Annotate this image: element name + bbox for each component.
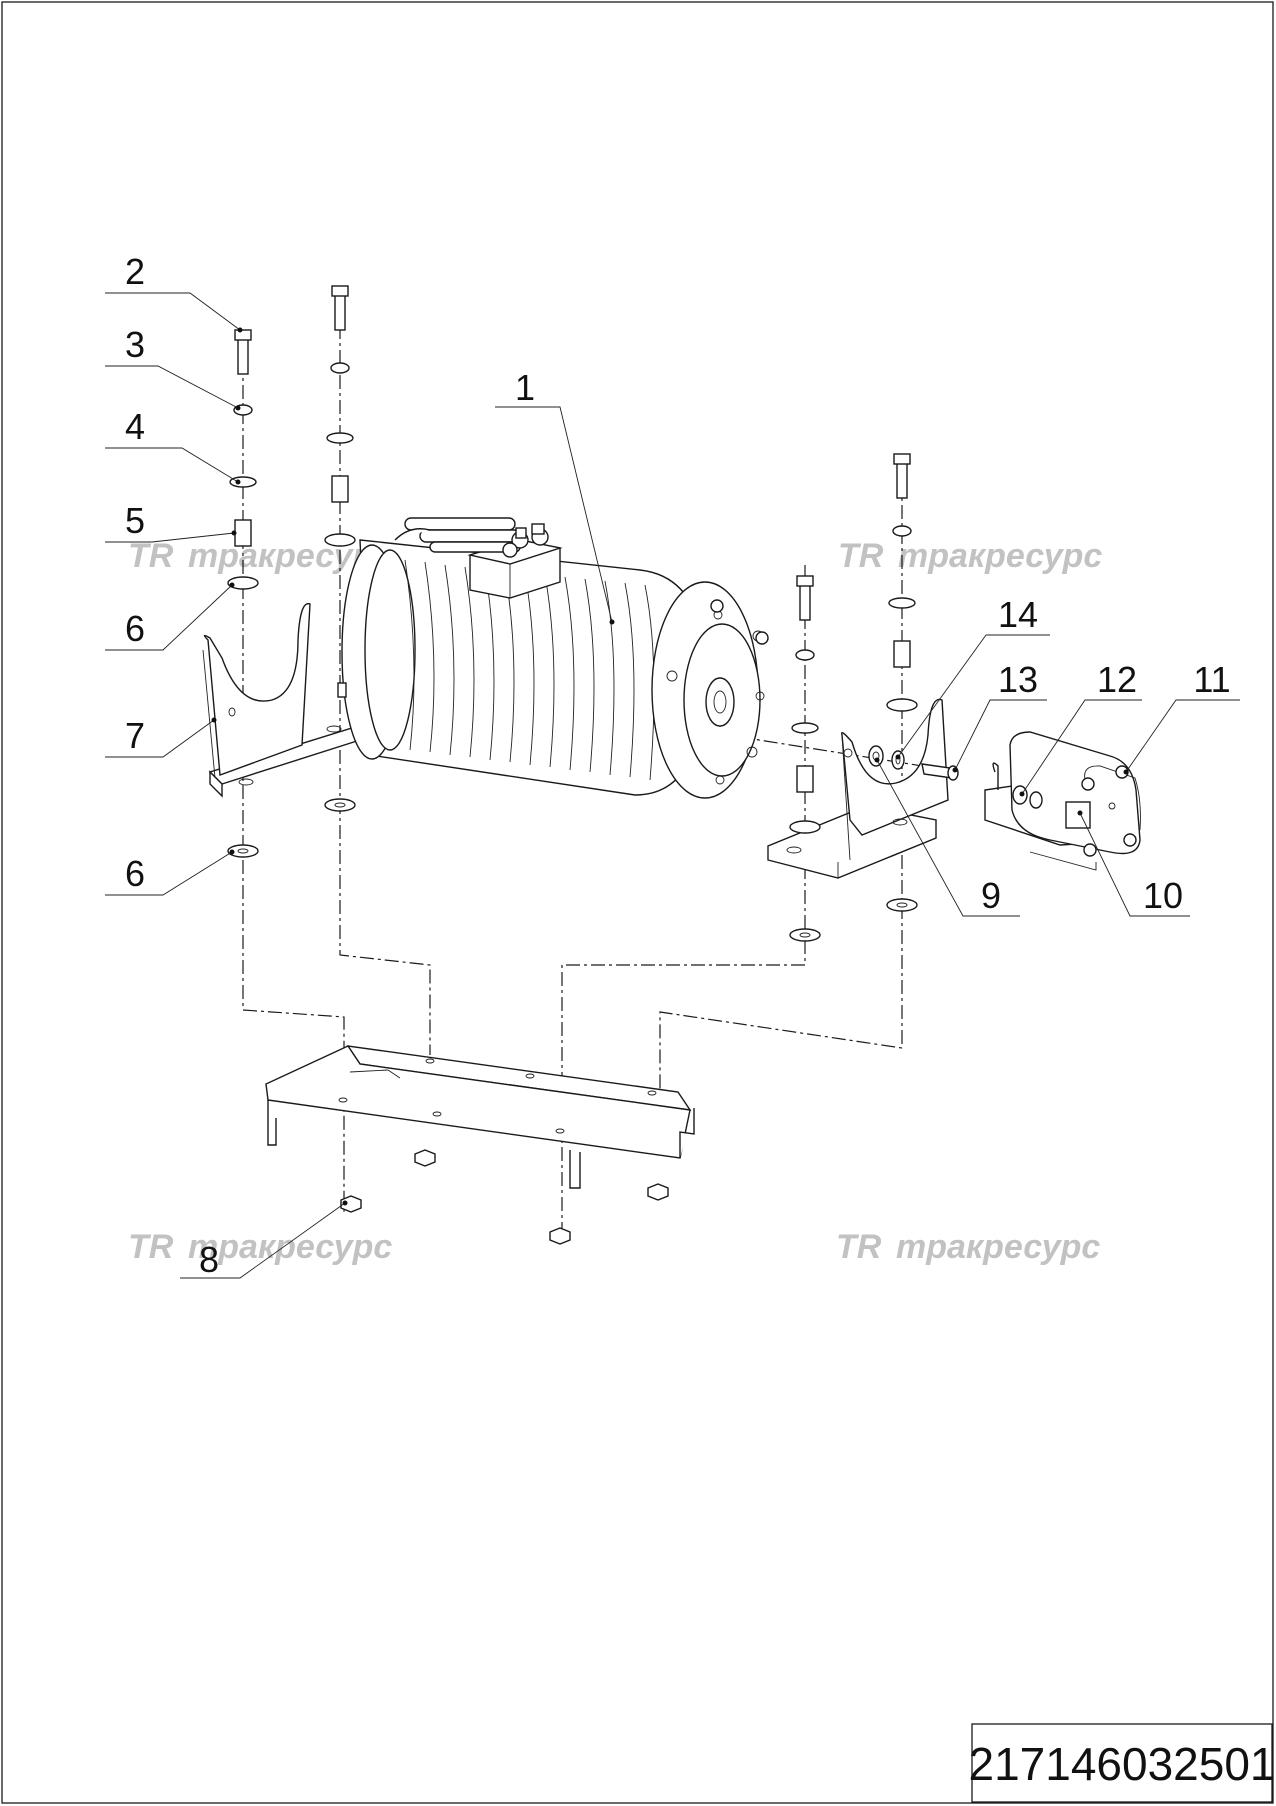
base-plate xyxy=(265,1045,695,1189)
callout-12: 12 xyxy=(1097,659,1137,700)
drawing-number-box: 217146032501 xyxy=(969,1723,1276,1803)
watermark-text: тракресурс xyxy=(188,1228,392,1266)
callout-labels: 1 2 3 4 5 6 6 7 8 9 10 11 12 13 14 xyxy=(125,251,1231,1280)
watermark-text: тракресурс xyxy=(896,1228,1100,1266)
pump-coupling-parts xyxy=(868,745,959,781)
nut xyxy=(340,1149,669,1245)
watermark-logo: TR xyxy=(128,537,174,575)
terminal-block xyxy=(394,517,563,599)
callout-13: 13 xyxy=(998,659,1038,700)
fastener-stack-center-left xyxy=(324,285,356,812)
callout-1: 1 xyxy=(515,367,535,408)
watermark-logo: TR xyxy=(838,537,884,575)
fastener-stack-right xyxy=(886,453,918,912)
right-motor-bracket xyxy=(767,698,949,879)
electric-motor xyxy=(337,539,769,799)
drawing-number: 217146032501 xyxy=(969,1738,1276,1790)
callout-8: 8 xyxy=(199,1239,219,1280)
callout-4: 4 xyxy=(125,406,145,447)
callout-11: 11 xyxy=(1193,659,1230,700)
watermark-logo: TR xyxy=(128,1228,174,1266)
callout-10: 10 xyxy=(1143,875,1183,916)
left-motor-bracket xyxy=(202,602,362,798)
watermark-bottom-right: TR тракресурс xyxy=(836,1228,1100,1266)
callout-3: 3 xyxy=(125,324,145,365)
fastener-stack-center-right xyxy=(789,575,821,942)
callout-2: 2 xyxy=(125,251,145,292)
callout-6-lower: 6 xyxy=(125,853,145,894)
callout-14: 14 xyxy=(998,594,1038,635)
watermark-logo: TR xyxy=(836,1228,882,1266)
callout-7: 7 xyxy=(125,715,145,756)
watermark-text: тракресурс xyxy=(898,537,1102,575)
callout-9: 9 xyxy=(981,875,1001,916)
callout-6-upper: 6 xyxy=(125,608,145,649)
callout-leaders xyxy=(105,292,1240,1279)
hydraulic-pump xyxy=(984,731,1141,871)
fastener-stack-left xyxy=(227,329,259,858)
watermark-top-right: TR тракресурс xyxy=(838,537,1102,575)
callout-5: 5 xyxy=(125,500,145,541)
watermark-bottom-left: TR тракресурс xyxy=(128,1228,392,1266)
